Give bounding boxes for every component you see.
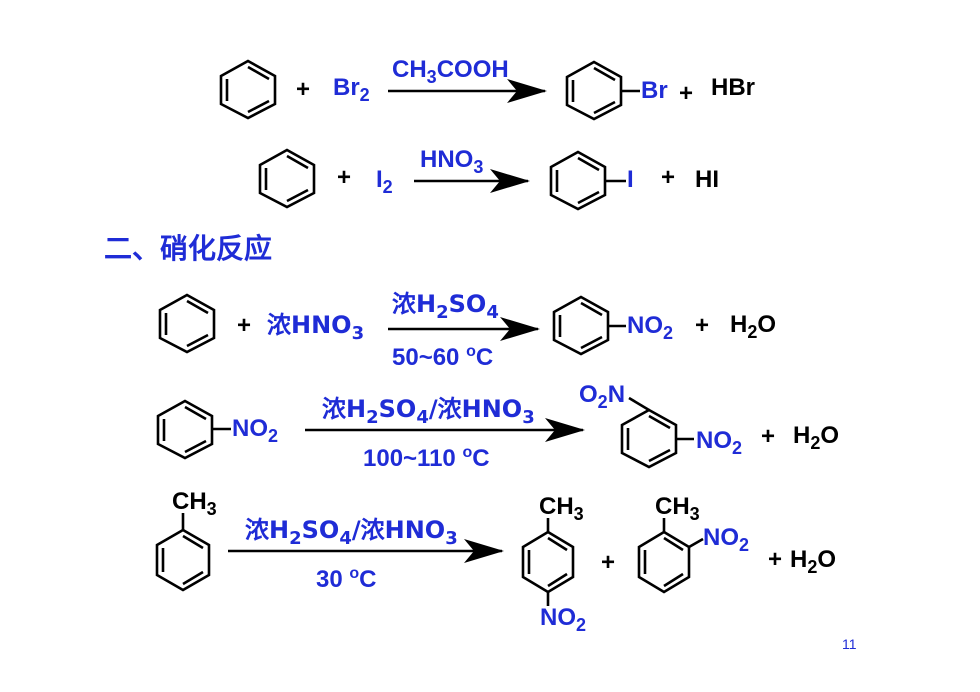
conc-sulfuric-acid-condition: 浓H2SO4 <box>392 290 499 323</box>
plus-sign: + <box>337 164 352 191</box>
bromine-reagent: Br2 <box>333 74 370 105</box>
iodo-substituent: I <box>627 166 634 193</box>
plus-sign: + <box>768 546 783 573</box>
methyl-substituent: CH3 <box>539 493 584 524</box>
water-byproduct: H2O <box>730 311 777 342</box>
nitro-substituent: NO2 <box>540 604 587 635</box>
bromo-substituent: Br <box>641 77 668 104</box>
plus-sign: + <box>695 312 710 339</box>
page-number: 11 <box>842 636 857 652</box>
temperature-condition: 30 oC <box>316 565 377 593</box>
m-dinitrobenzene-ring <box>620 396 694 469</box>
nitro-substituent: NO2 <box>703 524 750 555</box>
iodine-reagent: I2 <box>376 166 393 197</box>
mixed-acid-condition: 浓H2SO4/浓HNO3 <box>245 516 458 549</box>
nitro-substituent: NO2 <box>232 415 279 446</box>
nitro-substituent-right: NO2 <box>696 427 743 458</box>
benzene-ring <box>258 148 316 209</box>
conc-nitric-acid-reagent: 浓HNO3 <box>267 311 365 344</box>
plus-sign: + <box>296 76 311 103</box>
water-byproduct: H2O <box>793 422 840 453</box>
toluene-ring <box>155 513 211 592</box>
hydrogen-iodide: HI <box>695 166 719 193</box>
nitrobenzene-ring <box>156 399 231 460</box>
methyl-substituent: CH3 <box>655 493 700 524</box>
temperature-condition: 100~110 oC <box>363 444 490 472</box>
nitric-acid-condition: HNO3 <box>420 146 484 177</box>
iodobenzene-ring <box>549 150 626 211</box>
benzene-ring <box>158 293 216 354</box>
hydrogen-bromide: HBr <box>711 74 756 101</box>
methyl-substituent: CH3 <box>172 488 217 519</box>
bromobenzene-ring <box>565 60 640 121</box>
plus-sign: + <box>661 164 676 191</box>
plus-sign: + <box>601 549 616 576</box>
temperature-condition: 50~60 oC <box>392 343 494 371</box>
o-nitrotoluene-ring <box>637 518 704 594</box>
nitro-substituent: NO2 <box>627 312 674 343</box>
mixed-acid-condition: 浓H2SO4/浓HNO3 <box>322 395 535 428</box>
plus-sign: + <box>237 312 252 339</box>
plus-sign: + <box>679 80 694 107</box>
nitrobenzene-ring <box>552 295 626 356</box>
benzene-ring <box>219 59 277 120</box>
plus-sign: + <box>761 423 776 450</box>
p-nitrotoluene-ring <box>521 518 575 606</box>
water-byproduct: H2O <box>790 546 837 577</box>
acetic-acid-condition: CH3COOH <box>392 56 509 87</box>
nitro-substituent-top: O2N <box>579 381 626 412</box>
section-heading: 二、硝化反应 <box>104 232 273 265</box>
